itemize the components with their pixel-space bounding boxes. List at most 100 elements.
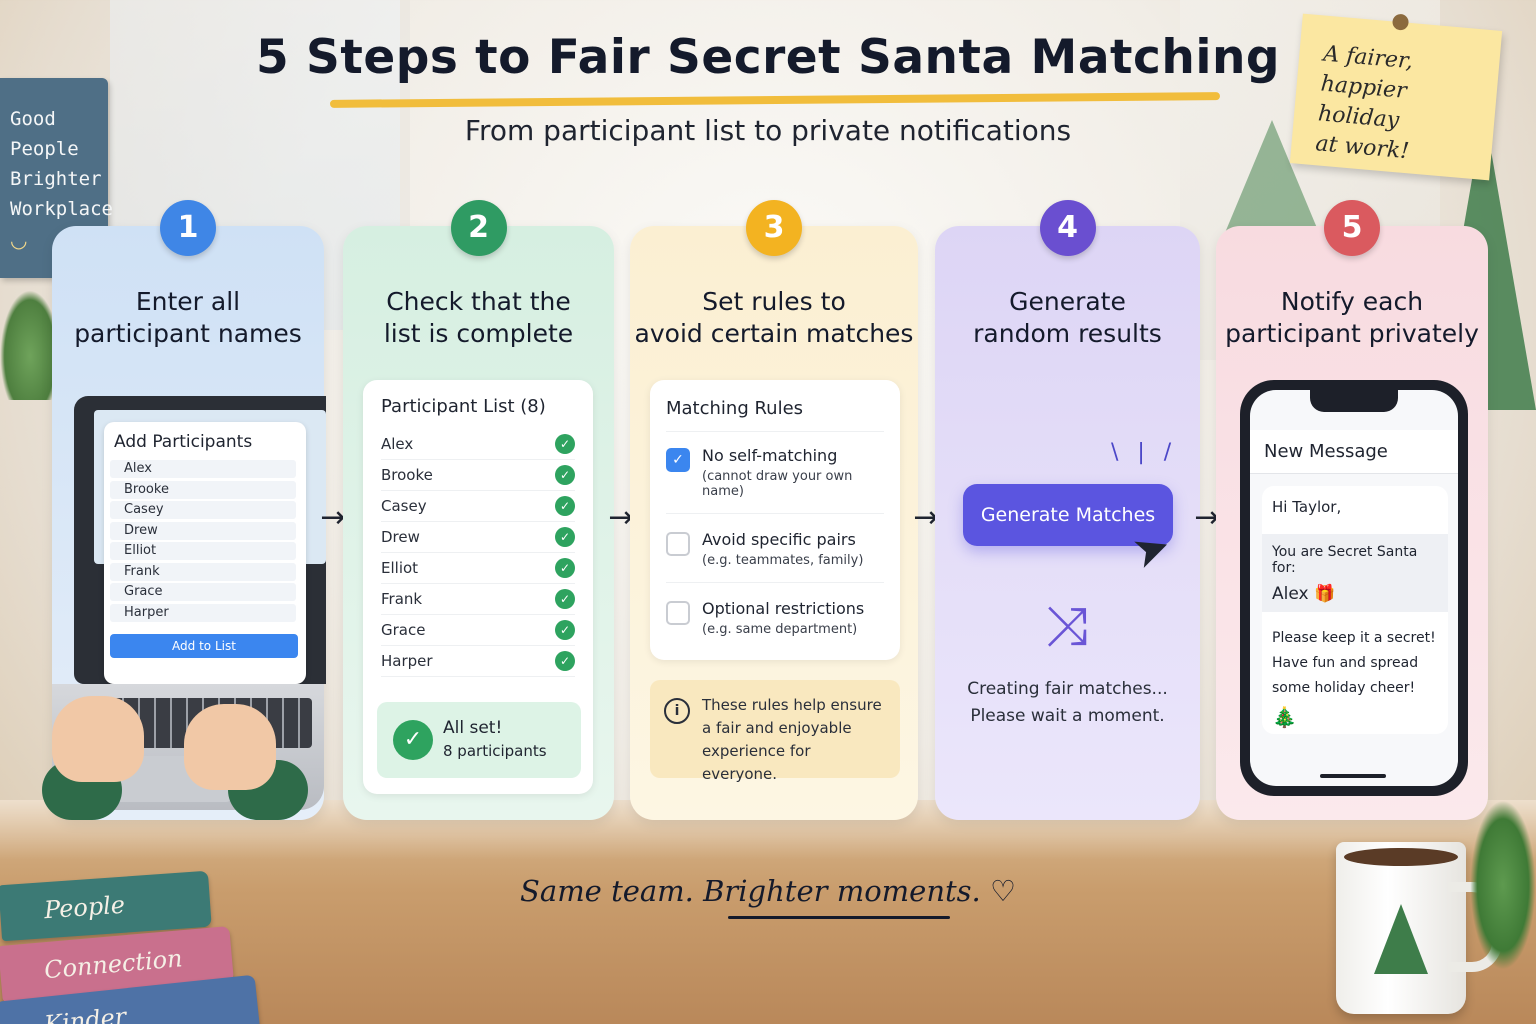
phone-screen: New Message Hi Taylor, You are Secret Sa…: [1250, 390, 1458, 786]
checkbox-checked[interactable]: ✓: [666, 448, 690, 472]
list-item: Drew ✓: [381, 522, 575, 553]
matching-rules-panel: Matching Rules ✓ No self-matching (canno…: [650, 380, 900, 660]
participant-input[interactable]: Drew: [110, 521, 296, 540]
click-sparkle-icon: \ | /: [1111, 440, 1178, 465]
participant-input[interactable]: Elliot: [110, 542, 296, 560]
step-title: Notify each participant privately: [1216, 286, 1488, 350]
page-title: 5 Steps to Fair Secret Santa Matching: [255, 30, 1281, 85]
check-icon: ✓: [555, 620, 575, 640]
status-line: Please wait a moment.: [970, 706, 1165, 726]
hand-left: [52, 696, 144, 782]
rule-label: No self-matching: [702, 446, 838, 465]
step-title-line: Enter all: [135, 287, 241, 316]
step-card-4: 4 Generate random results \ | / Generate…: [935, 200, 1200, 820]
phone-illustration: New Message Hi Taylor, You are Secret Sa…: [1240, 380, 1468, 796]
generate-matches-button[interactable]: Generate Matches: [963, 484, 1173, 546]
info-line: These rules help ensure: [702, 696, 882, 714]
step-title-line: Check that the: [386, 287, 571, 316]
message-body: Please keep it a secret! Have fun and sp…: [1272, 626, 1438, 701]
wall-sign-line: Workplace: [10, 198, 113, 220]
step-title: Generate random results: [935, 286, 1200, 350]
list-item: Elliot✓: [381, 553, 575, 584]
participant-name: Grace: [381, 621, 426, 639]
footer-tagline: Same team. Brighter moments. ♡: [520, 874, 1016, 908]
christmas-tree-icon: 🎄: [1272, 705, 1297, 729]
pin-icon: [1391, 13, 1410, 31]
participant-name: Elliot: [381, 559, 419, 577]
list-item: Grace ✓: [381, 615, 575, 646]
plant-right-decor: [1470, 800, 1536, 970]
info-line: experience for everyone.: [702, 742, 811, 783]
add-participants-panel: Add Participants Alex Brooke Casey Drew …: [104, 422, 306, 684]
step-title: Enter all participant names: [52, 286, 324, 350]
participant-list-panel: Participant List (8) Alex✓ Brooke✓ Casey…: [363, 380, 593, 794]
summary-count: 8 participants: [443, 742, 547, 760]
participant-name: Harper: [381, 652, 433, 670]
rules-info-box: i These rules help ensure a fair and enj…: [650, 680, 900, 783]
rule-no-self-matching[interactable]: ✓ No self-matching (cannot draw your own…: [666, 442, 884, 514]
panel-title: Participant List (8): [381, 396, 546, 417]
step-number-badge: 4: [1039, 200, 1096, 256]
message-header: New Message: [1250, 430, 1458, 474]
message-line: some holiday cheer!: [1272, 680, 1416, 696]
step-card-3: 3 Set rules to avoid certain matches Mat…: [630, 200, 918, 820]
message-bubble: Hi Taylor, You are Secret Santa for: Ale…: [1262, 486, 1448, 734]
rule-optional-restrictions[interactable]: Optional restrictions (e.g. same departm…: [666, 595, 884, 651]
title-underline: [329, 92, 1221, 108]
participant-input[interactable]: Frank: [110, 562, 296, 581]
info-icon: i: [664, 698, 690, 724]
step-title: Check that the list is complete: [343, 286, 614, 350]
rule-label: Avoid specific pairs: [702, 530, 856, 549]
participant-input[interactable]: Harper: [110, 603, 296, 622]
step-title-line: Notify each: [1280, 287, 1424, 316]
rule-avoid-specific-pairs[interactable]: Avoid specific pairs (e.g. teammates, fa…: [666, 526, 884, 583]
arrow-right-icon: →: [320, 500, 346, 535]
panel-title: Matching Rules: [666, 398, 884, 432]
info-line: a fair and enjoyable: [702, 719, 852, 737]
hand-right: [184, 704, 276, 790]
shuffle-icon: ⤨: [1045, 594, 1089, 657]
participant-input[interactable]: Grace: [110, 583, 296, 601]
phone-home-bar: [1320, 774, 1386, 778]
smile-icon: ◡: [10, 228, 28, 252]
list-item: Brooke✓: [381, 460, 575, 491]
check-icon: ✓: [555, 527, 575, 547]
participant-name: Alex: [381, 435, 414, 453]
gift-icon: 🎁: [1313, 584, 1336, 604]
wall-sign-line: People: [10, 138, 79, 160]
recipient-name: Alex: [1272, 584, 1309, 604]
arrow-right-icon: →: [1194, 500, 1220, 535]
step-number-badge: 2: [450, 200, 507, 256]
check-icon: ✓: [555, 651, 575, 671]
checkbox-unchecked[interactable]: [666, 532, 690, 556]
step-card-1: 1 Enter all participant names Add Partic…: [42, 200, 326, 820]
participant-name: Drew: [381, 528, 420, 546]
step-title: Set rules to avoid certain matches: [630, 286, 918, 350]
participant-input[interactable]: Casey: [110, 501, 296, 519]
participant-input[interactable]: Alex: [110, 460, 296, 478]
participant-input[interactable]: Brooke: [110, 480, 296, 499]
check-icon: ✓: [555, 465, 575, 485]
plant-left-decor: [0, 290, 60, 400]
add-to-list-button[interactable]: Add to List: [110, 633, 298, 658]
assignment-box: You are Secret Santa for: Alex 🎁: [1262, 534, 1448, 612]
step-title-line: participant privately: [1225, 319, 1479, 348]
check-icon: ✓: [555, 589, 575, 609]
tree-icon: [1374, 904, 1428, 974]
list-item: Alex✓: [381, 429, 575, 460]
assignment-intro: You are Secret Santa for:: [1272, 544, 1418, 576]
desk-surface: [0, 800, 1536, 1024]
wall-sign-line: Brighter: [10, 168, 102, 190]
coffee-mug: [1336, 842, 1502, 1014]
step-title-line: Set rules to: [702, 287, 846, 316]
wall-sign-line: Good: [10, 108, 56, 130]
assignment-recipient: Alex 🎁: [1272, 584, 1438, 604]
arrow-right-icon: →: [608, 500, 634, 535]
check-icon: ✓: [555, 496, 575, 516]
all-set-summary: ✓ All set! 8 participants: [377, 702, 581, 778]
summary-title: All set!: [443, 718, 503, 738]
message-line: Please keep it a secret!: [1272, 630, 1436, 646]
step-title-line: participant names: [74, 319, 302, 348]
checkbox-unchecked[interactable]: [666, 601, 690, 625]
step-card-2: 2 Check that the list is complete Partic…: [343, 200, 614, 820]
